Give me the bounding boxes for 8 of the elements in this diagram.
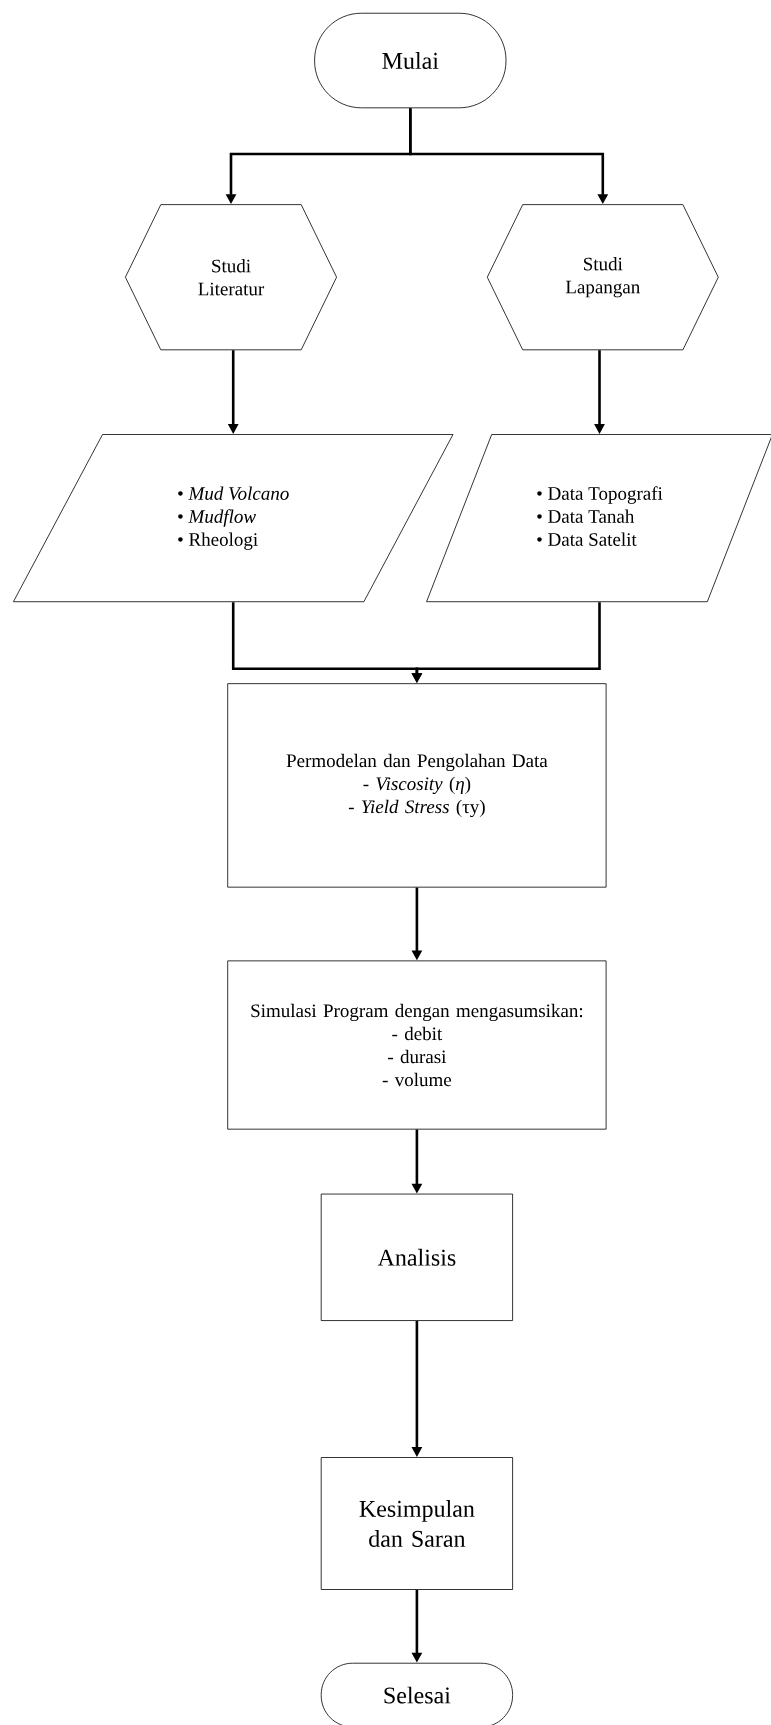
preparation-hexagon: Studi Literatur	[125, 204, 337, 351]
data-parallelogram: • Data Topografi • Data Tanah • Data Satelit	[426, 434, 771, 603]
preparation-hexagon: Studi Lapangan	[486, 204, 719, 351]
process-box: Simulasi Program dengan mengasumsikan: - debit - durasi - volume	[227, 960, 607, 1130]
process-box: Permodelan dan Pengolahan Data - Viscosity (η) - Yield Stress (τy)	[227, 683, 607, 888]
data-parallelogram: • Mud Volcano • Mudflow • Rheologi	[13, 434, 454, 603]
process-box: Analisis	[320, 1193, 513, 1321]
process-box: Kesimpulan dan Saran	[320, 1457, 513, 1590]
